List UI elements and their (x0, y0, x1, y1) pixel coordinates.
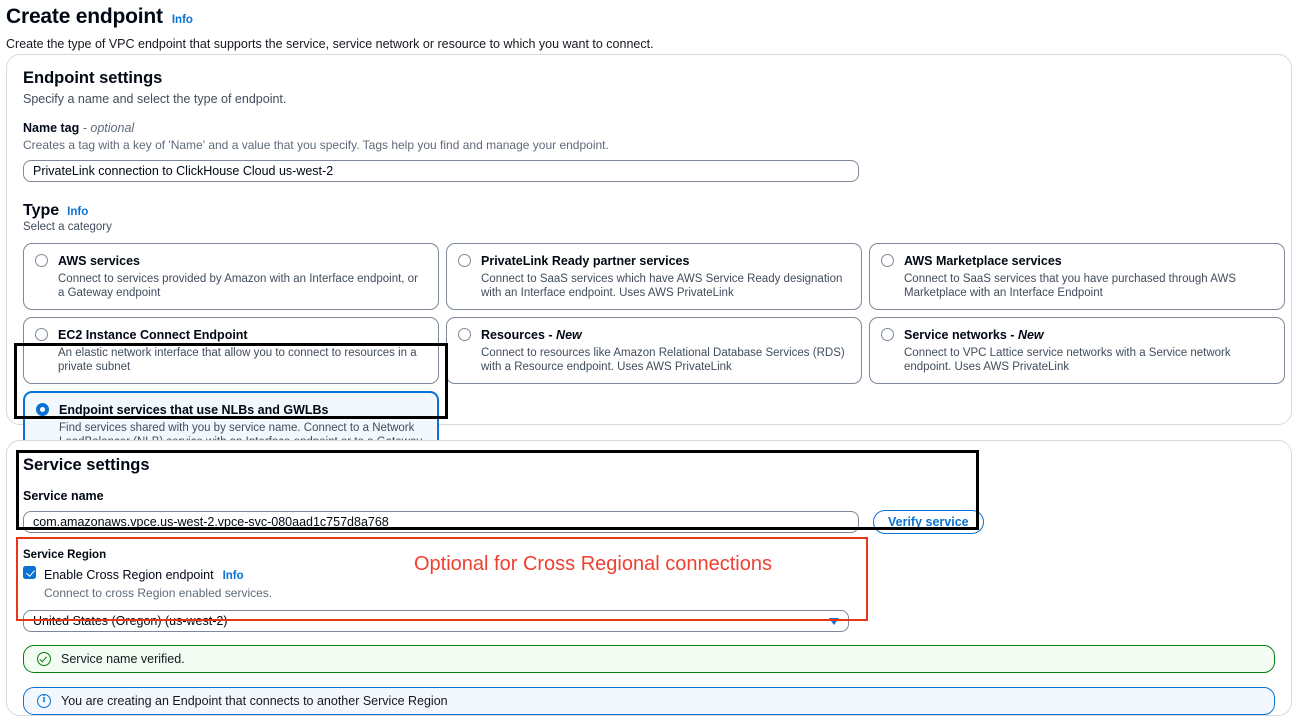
name-tag-description: Creates a tag with a key of 'Name' and a… (23, 138, 609, 152)
endpoint-settings-title: Endpoint settings (23, 69, 163, 87)
alert-service-name-verified: Service name verified. (23, 645, 1275, 673)
cross-region-info-link[interactable]: Info (222, 570, 244, 582)
chevron-down-icon[interactable] (829, 617, 839, 625)
type-option-privatelink-ready-partner-services[interactable]: PrivateLink Ready partner services Conne… (446, 243, 862, 310)
type-option-description: Connect to SaaS services which have AWS … (481, 273, 843, 299)
radio-icon[interactable] (35, 328, 48, 341)
name-tag-label-text: Name tag (23, 121, 80, 135)
endpoint-settings-subtitle: Specify a name and select the type of en… (23, 92, 287, 106)
page-description: Create the type of VPC endpoint that sup… (6, 37, 654, 51)
cross-region-checkbox-description: Connect to cross Region enabled services… (44, 586, 273, 600)
radio-icon-selected[interactable] (36, 403, 49, 416)
type-option-title: AWS Marketplace services (904, 254, 1062, 268)
type-label: Type (23, 202, 60, 219)
type-option-description: An elastic network interface that allow … (58, 347, 417, 373)
type-option-new-badge: New (1017, 328, 1044, 342)
type-options-grid: AWS services Connect to services provide… (23, 243, 1285, 384)
check-circle-icon (37, 652, 51, 666)
alert-text: Service name verified. (61, 652, 185, 666)
radio-icon[interactable] (458, 328, 471, 341)
type-option-aws-marketplace-services[interactable]: AWS Marketplace services Connect to SaaS… (869, 243, 1285, 310)
type-subtitle: Select a category (23, 221, 112, 233)
radio-icon[interactable] (35, 254, 48, 267)
name-tag-optional-suffix: - optional (82, 121, 135, 135)
name-tag-input[interactable] (23, 160, 859, 182)
service-name-input[interactable] (23, 511, 859, 533)
type-option-title: Resources - New (481, 328, 582, 342)
type-option-resources[interactable]: Resources - New Connect to resources lik… (446, 317, 862, 384)
service-region-group: Service Region Enable Cross Region endpo… (23, 549, 1275, 632)
type-info-link[interactable]: Info (67, 206, 89, 218)
type-option-title: PrivateLink Ready partner services (481, 254, 690, 268)
checkbox-checked-icon[interactable] (23, 566, 36, 579)
service-settings-title: Service settings (23, 456, 150, 474)
alert-cross-region-info: You are creating an Endpoint that connec… (23, 687, 1275, 715)
type-option-title: Service networks - New (904, 328, 1044, 342)
page-title: Create endpoint (6, 5, 163, 28)
service-region-label: Service Region (23, 549, 107, 561)
type-option-title: AWS services (58, 254, 140, 268)
type-option-description: Connect to resources like Amazon Relatio… (481, 347, 845, 373)
type-option-aws-services[interactable]: AWS services Connect to services provide… (23, 243, 439, 310)
name-tag-label: Name tag - optional (23, 121, 1275, 135)
type-option-service-networks[interactable]: Service networks - New Connect to VPC La… (869, 317, 1285, 384)
radio-icon[interactable] (458, 254, 471, 267)
type-option-new-badge: New (556, 328, 582, 342)
alert-text: You are creating an Endpoint that connec… (61, 694, 448, 708)
type-option-title: EC2 Instance Connect Endpoint (58, 328, 248, 342)
type-option-ec2-instance-connect-endpoint[interactable]: EC2 Instance Connect Endpoint An elastic… (23, 317, 439, 384)
service-settings-panel: Service settings Service name Verify ser… (6, 440, 1292, 716)
type-option-description: Connect to SaaS services that you have p… (904, 273, 1236, 299)
name-tag-field-group: Name tag - optional Creates a tag with a… (23, 121, 1275, 182)
cross-region-checkbox-label: Enable Cross Region endpoint (44, 568, 214, 582)
radio-icon[interactable] (881, 328, 894, 341)
service-name-label: Service name (23, 489, 104, 503)
annotation-note-cross-region: Optional for Cross Regional connections (414, 553, 772, 575)
page-header: Create endpoint Info Create the type of … (0, 0, 1304, 52)
type-option-description: Connect to VPC Lattice service networks … (904, 347, 1231, 373)
type-option-title-text: Service networks - (904, 328, 1015, 342)
endpoint-settings-panel: Endpoint settings Specify a name and sel… (6, 54, 1292, 474)
info-circle-icon (37, 694, 51, 708)
service-name-field-group: Service name Verify service (23, 489, 1275, 534)
service-region-select[interactable]: United States (Oregon) (us-west-2) (23, 610, 849, 632)
page-info-link[interactable]: Info (171, 14, 193, 26)
type-option-title: Endpoint services that use NLBs and GWLB… (59, 403, 329, 417)
type-option-description: Connect to services provided by Amazon w… (58, 273, 418, 299)
type-option-title-text: Resources - (481, 328, 553, 342)
radio-icon[interactable] (881, 254, 894, 267)
service-region-selected-value: United States (Oregon) (us-west-2) (33, 614, 228, 628)
type-field-group: Type Info Select a category AWS services… (23, 202, 1285, 474)
verify-service-button[interactable]: Verify service (873, 510, 984, 534)
cross-region-checkbox-row[interactable]: Enable Cross Region endpoint Info Connec… (23, 566, 1275, 601)
